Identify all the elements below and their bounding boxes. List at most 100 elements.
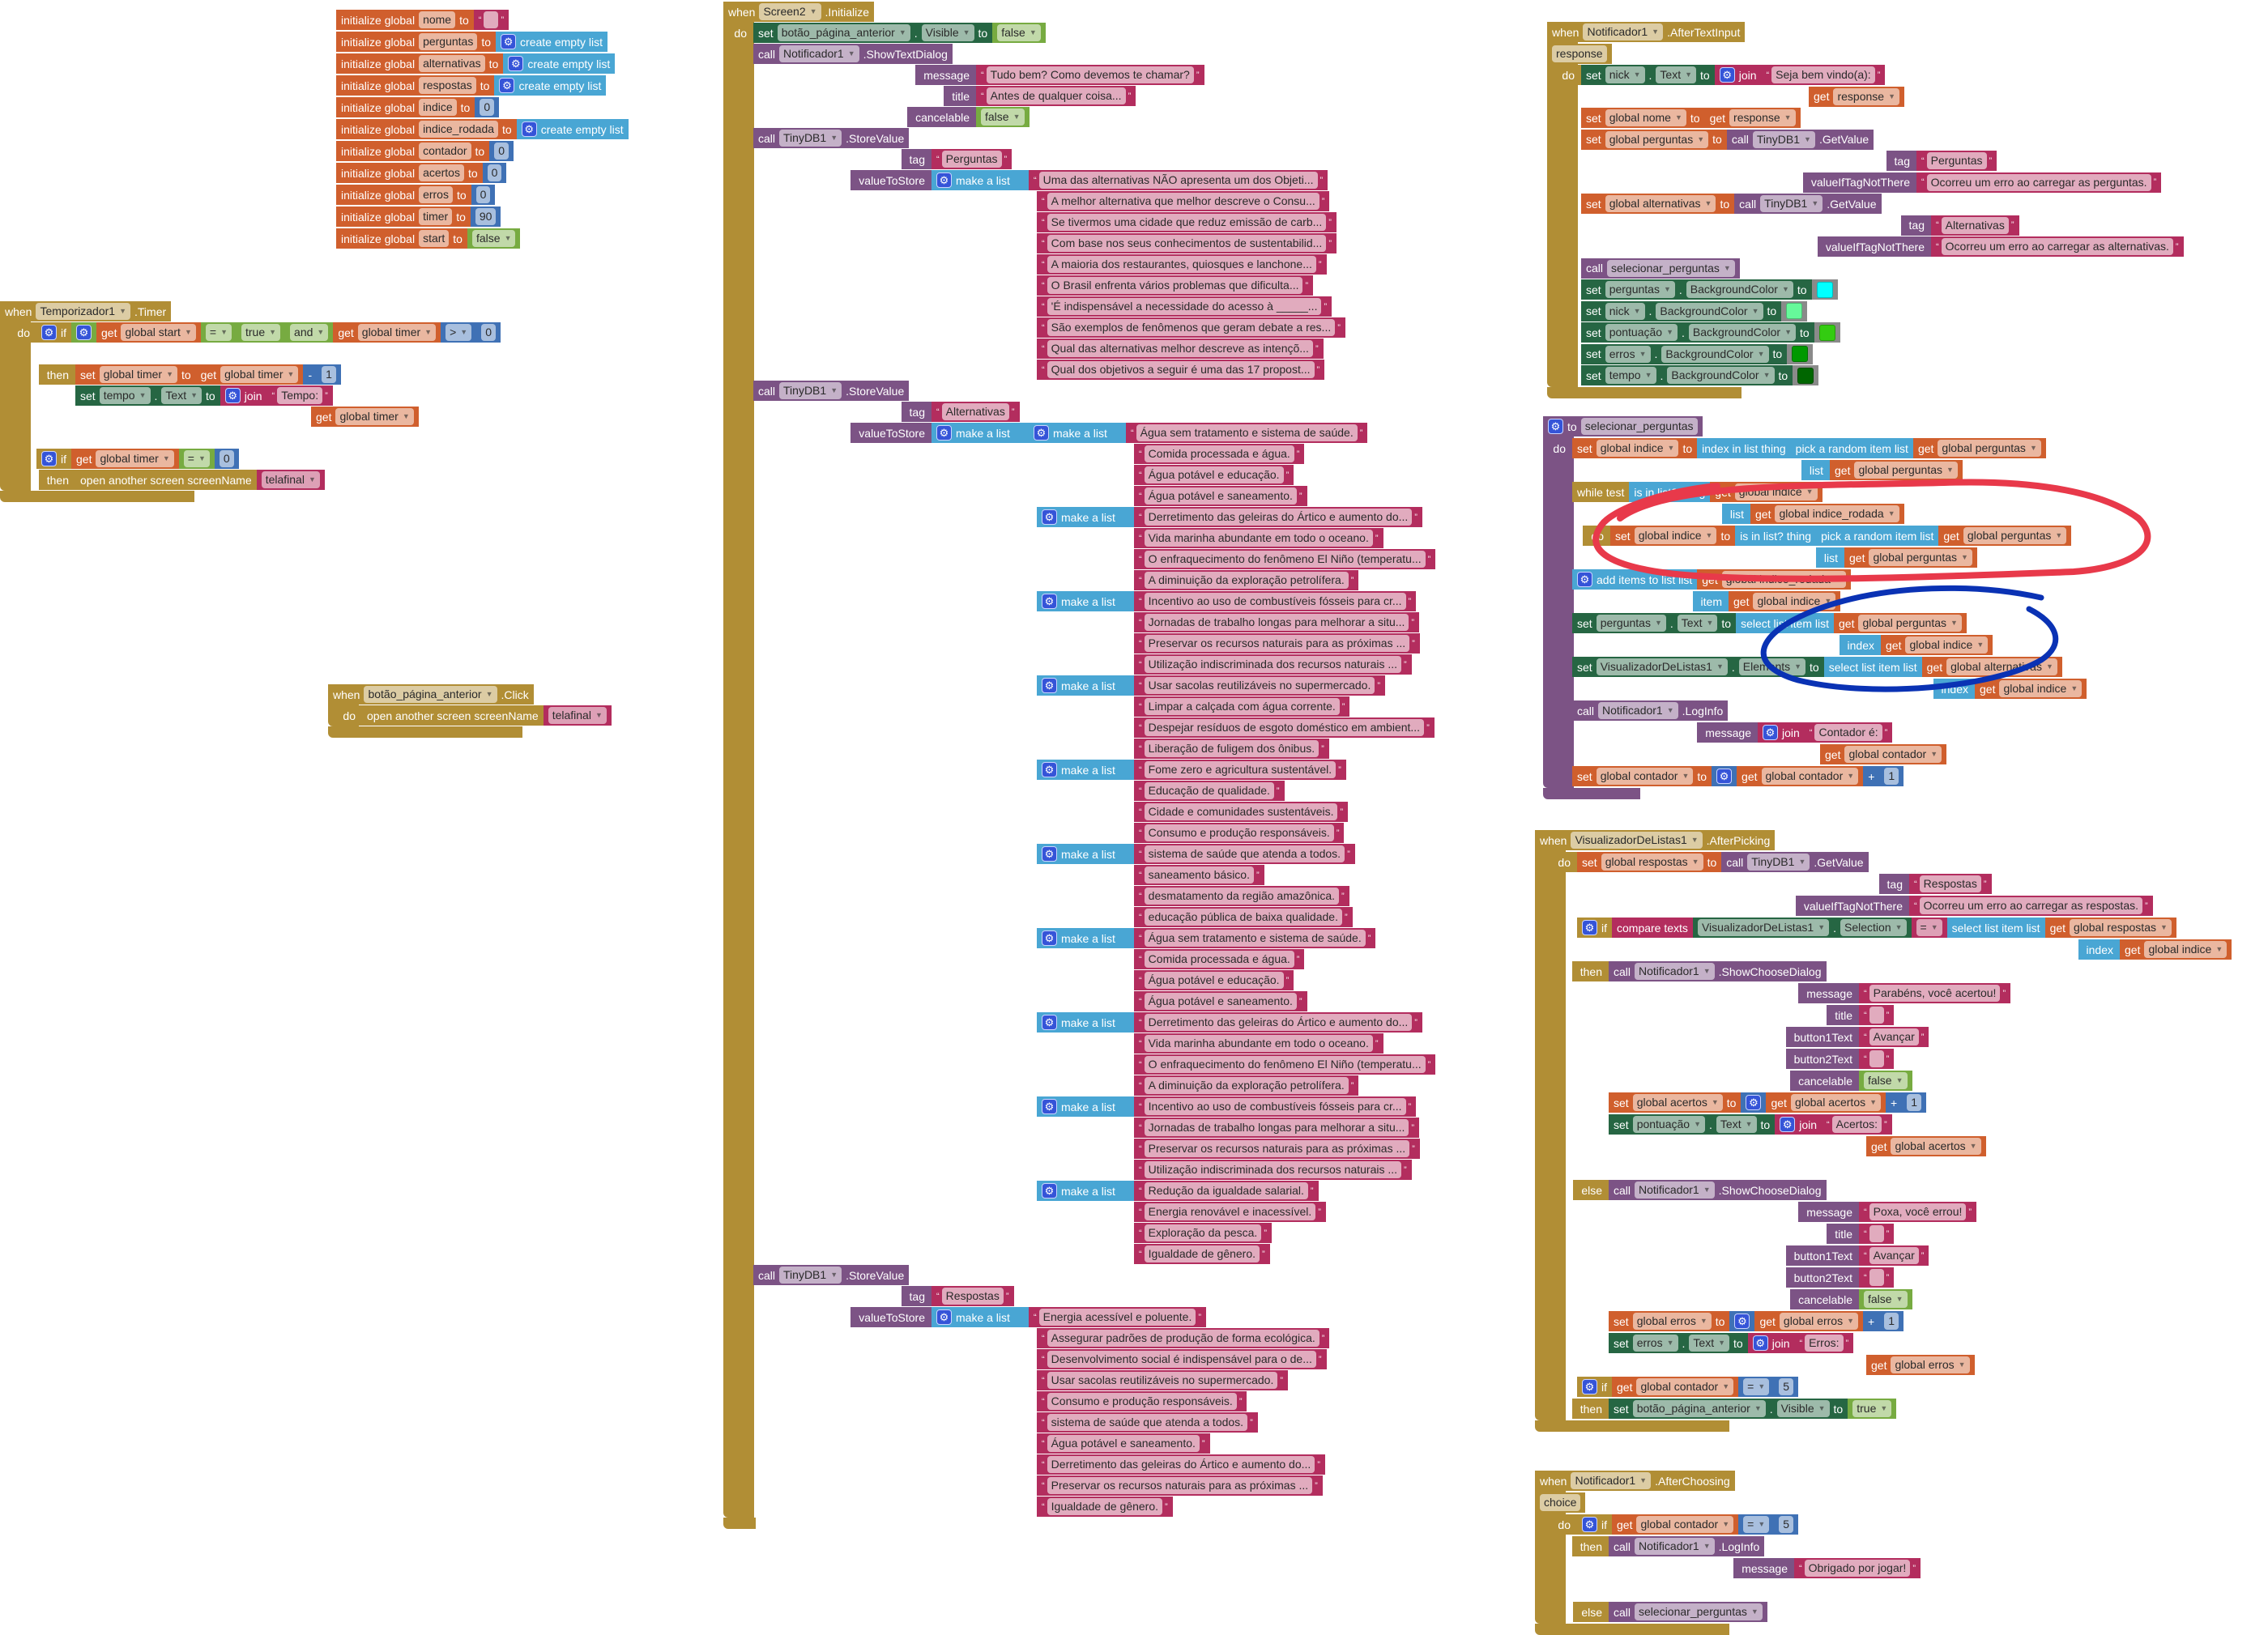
txt-block[interactable]: “Avançar” <box>1859 1245 1929 1266</box>
txt-block[interactable]: “A maioria dos restaurantes, quiosques e… <box>1037 254 1327 275</box>
text-value[interactable]: Tempo: <box>277 387 323 404</box>
text-literal[interactable]: “Comida processada e água.” <box>1139 951 1299 968</box>
dropdown-field[interactable]: TinyDB1▼ <box>779 130 842 147</box>
txt-block[interactable]: “desmatamento da região amazônica.” <box>1134 886 1349 906</box>
dropdown-field[interactable]: Notificador1▼ <box>1598 702 1678 719</box>
dropdown-field[interactable]: Notificador1▼ <box>1571 1472 1652 1489</box>
text-literal[interactable]: “Derretimento das geleiras do Ártico e a… <box>1042 1456 1320 1473</box>
list-block[interactable]: ⚙create empty list <box>516 119 629 139</box>
dropdown-field[interactable]: =▼ <box>205 324 232 341</box>
txt-block[interactable]: “Derretimento das geleiras do Ártico e a… <box>1134 1012 1422 1033</box>
gear-icon[interactable]: ⚙ <box>1042 594 1057 609</box>
number-field[interactable]: 1 <box>322 366 336 383</box>
txt-block[interactable]: “Consumo e produção responsáveis.” <box>1134 823 1345 843</box>
name-field[interactable]: contador <box>419 143 471 160</box>
txt-block[interactable]: “Derretimento das geleiras do Ártico e a… <box>1134 507 1422 527</box>
dropdown-field[interactable]: global timer▼ <box>99 366 177 383</box>
number-field[interactable]: 0 <box>481 324 496 341</box>
list-block[interactable]: ⚙make a list <box>1037 675 1134 696</box>
text-value[interactable]: Poxa, você errou! <box>1869 1203 1967 1220</box>
dropdown-field[interactable]: global start▼ <box>121 324 196 341</box>
txt-block[interactable]: “Água potável e saneamento.” <box>1134 991 1307 1011</box>
gear-icon[interactable]: ⚙ <box>1042 1099 1057 1114</box>
list-block[interactable]: ⚙make a list <box>932 423 1029 443</box>
dropdown-field[interactable]: selecionar_perguntas▼ <box>1635 1603 1763 1620</box>
text-literal[interactable]: “Jornadas de trabalho longas para melhor… <box>1139 1119 1414 1136</box>
text-value[interactable]: Preservar os recursos naturais para as p… <box>1047 1477 1313 1494</box>
gear-icon[interactable]: ⚙ <box>936 425 952 441</box>
gear-icon[interactable]: ⚙ <box>1746 1095 1762 1110</box>
text-value[interactable]: Contador é: <box>1814 724 1882 741</box>
text-value[interactable]: Água potável e educação. <box>1144 466 1284 483</box>
text-literal[interactable]: “Acertos:” <box>1827 1116 1887 1133</box>
name-field[interactable]: timer <box>419 208 453 225</box>
text-literal[interactable]: “desmatamento da região amazônica.” <box>1139 888 1345 905</box>
dropdown-field[interactable]: Text▼ <box>161 387 202 404</box>
txt-block[interactable]: “Erros:” <box>1794 1333 1854 1353</box>
text-literal[interactable]: “” <box>479 11 504 28</box>
txt-block[interactable]: “Avançar” <box>1859 1027 1929 1047</box>
dropdown-field[interactable]: global indice_rodada▼ <box>1721 571 1846 588</box>
math-block[interactable]: + <box>1886 1092 1903 1113</box>
text-literal[interactable]: “A diminuição da exploração petrolífera.… <box>1139 1077 1354 1094</box>
text-literal[interactable]: “Usar sacolas reutilizáveis no supermerc… <box>1139 677 1380 694</box>
ctl-block[interactable]: ⚙if <box>36 322 71 343</box>
name-field[interactable]: start <box>419 230 450 247</box>
name-field[interactable]: erros <box>419 186 453 203</box>
text-value[interactable]: Vida marinha abundante em todo o oceano. <box>1144 530 1373 547</box>
dropdown-field[interactable]: global perguntas▼ <box>1938 440 2041 457</box>
text-literal[interactable]: “Qual dos objetivos a seguir é uma das 1… <box>1042 361 1319 378</box>
text-value[interactable]: A maioria dos restaurantes, quiosques e … <box>1047 256 1316 273</box>
dropdown-field[interactable]: TinyDB1▼ <box>779 1267 842 1284</box>
text-literal[interactable]: “Respostas” <box>936 1288 1009 1305</box>
gear-icon[interactable]: ⚙ <box>501 34 517 49</box>
dropdown-field[interactable]: Screen2▼ <box>759 3 821 20</box>
text-value[interactable]: Jornadas de trabalho longas para melhora… <box>1144 614 1409 631</box>
number-field[interactable]: 0 <box>494 143 509 160</box>
text-value[interactable] <box>1869 1225 1884 1242</box>
list-block[interactable]: ⚙add items to list list <box>1572 569 1698 590</box>
text-value[interactable]: Igualdade de gênero. <box>1047 1498 1163 1515</box>
logic-block[interactable]: false▼ <box>467 228 521 249</box>
gear-icon[interactable]: ⚙ <box>1042 1015 1057 1030</box>
txt-block[interactable]: “'É indispensável a necessidade do acess… <box>1037 296 1332 317</box>
number-field[interactable]: 0 <box>480 99 495 116</box>
dropdown-field[interactable]: global perguntas▼ <box>1869 549 1972 566</box>
dropdown-field[interactable]: global perguntas▼ <box>1854 462 1958 479</box>
text-literal[interactable]: “Igualdade de gênero.” <box>1139 1245 1265 1262</box>
gray-block[interactable] <box>1811 279 1838 300</box>
text-value[interactable]: Ocorreu um erro ao carregar as alternati… <box>1941 238 2173 255</box>
text-literal[interactable]: “” <box>1864 1269 1889 1286</box>
dropdown-field[interactable]: tempo▼ <box>99 387 151 404</box>
txt-block[interactable]: “Tempo:” <box>266 385 333 406</box>
gear-icon[interactable]: ⚙ <box>1582 1517 1597 1532</box>
text-literal[interactable]: “Avançar” <box>1864 1247 1924 1264</box>
gear-icon[interactable]: ⚙ <box>508 56 524 71</box>
dropdown-field[interactable]: selecionar_perguntas▼ <box>1607 259 1735 277</box>
dropdown-field[interactable]: global respostas▼ <box>1601 854 1703 871</box>
text-literal[interactable]: “A diminuição da exploração petrolífera.… <box>1139 572 1354 589</box>
text-literal[interactable]: “Fome zero e agricultura sustentável.” <box>1139 761 1341 778</box>
text-literal[interactable]: “Água potável e educação.” <box>1139 466 1289 483</box>
dropdown-field[interactable]: VisualizadorDeListas1▼ <box>1596 658 1728 675</box>
color-swatch[interactable] <box>1818 324 1835 341</box>
dropdown-field[interactable]: global contador▼ <box>1761 768 1859 785</box>
text-literal[interactable]: “Preservar os recursos naturais para as … <box>1139 1140 1415 1157</box>
number-field[interactable]: 5 <box>1779 1516 1794 1533</box>
text-value[interactable]: Respostas <box>941 1288 1004 1305</box>
